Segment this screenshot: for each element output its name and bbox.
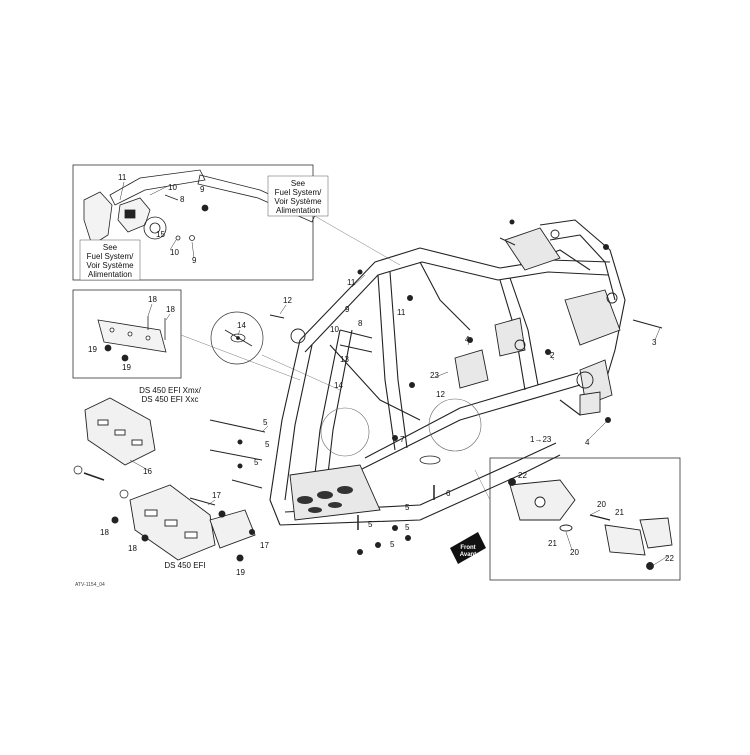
front-label-line-2: Avant: [460, 552, 476, 558]
washer-14: [224, 329, 253, 347]
callout-11: 11: [118, 173, 127, 182]
callouts: 11 10 9 8 15 10 9 18 18 19 19 14 16 18 1…: [88, 173, 674, 577]
variant-label-bottom: DS 450 EFI: [164, 561, 205, 570]
callout-5: 5: [265, 440, 270, 449]
callout-18: 18: [166, 305, 175, 314]
callout-10: 10: [330, 325, 339, 334]
callout-8: 8: [358, 319, 363, 328]
callout-5: 5: [405, 523, 410, 532]
note-left-line-2: Fuel System/: [87, 252, 134, 261]
inset-leaders: [180, 214, 491, 501]
callout-4: 4: [585, 438, 590, 447]
callout-19: 19: [236, 568, 245, 577]
note-top-line-4: Alimentation: [276, 206, 320, 215]
callout-16: 16: [143, 467, 152, 476]
hardware-main: [209, 219, 663, 555]
note-top-line-3: Voir Système: [274, 197, 322, 206]
callout-18: 18: [148, 295, 157, 304]
callout-9: 9: [345, 305, 350, 314]
callout-5: 5: [368, 520, 373, 529]
callout-12: 12: [283, 296, 292, 305]
fuel-mount-parts: [83, 169, 316, 246]
callout-18: 18: [128, 544, 137, 553]
skid-plate-upper: [84, 397, 156, 466]
callout-1-to-23: 1→23: [530, 435, 552, 444]
callout-5: 5: [405, 503, 410, 512]
callout-23: 23: [430, 371, 439, 380]
callout-15: 15: [156, 230, 165, 239]
callout-9: 9: [192, 256, 197, 265]
callout-22: 22: [665, 554, 674, 563]
note-left-line-1: See: [103, 243, 118, 252]
callout-13: 13: [340, 355, 349, 364]
note-top-line-2: Fuel System/: [275, 188, 322, 197]
callout-11: 11: [397, 308, 406, 317]
callout-12: 12: [436, 390, 445, 399]
variant-label-line-2: DS 450 EFI Xxc: [142, 395, 199, 404]
callout-22: 22: [518, 471, 527, 480]
callout-17: 17: [212, 491, 221, 500]
callout-14: 14: [237, 321, 246, 330]
callout-9: 9: [200, 185, 205, 194]
note-boxes: [79, 175, 329, 281]
callout-leaders: [119, 181, 669, 567]
callout-7: 7: [400, 435, 405, 444]
callout-10: 10: [170, 248, 179, 257]
callout-5: 5: [263, 418, 268, 427]
callout-10: 10: [168, 183, 177, 192]
note-top-line-1: See: [291, 179, 306, 188]
callout-4: 4: [465, 335, 470, 344]
bracket-18-part: [97, 316, 167, 362]
reference-code: ATV-1154_04: [75, 582, 105, 588]
note-left-line-4: Alimentation: [88, 270, 132, 279]
frame-plates: [289, 227, 621, 521]
skid-plate-lower: [129, 484, 256, 561]
variant-label-line-1: DS 450 EFI Xmx/: [139, 386, 202, 395]
callout-8: 8: [180, 195, 185, 204]
front-arrow: [450, 532, 486, 564]
detail-circle-14: [210, 311, 264, 365]
callout-2: 2: [550, 351, 555, 360]
inset-bracket-18: [72, 289, 182, 379]
front-label-line-1: Front: [460, 545, 475, 551]
callout-20: 20: [570, 548, 579, 557]
callout-6: 6: [446, 489, 451, 498]
callout-20: 20: [597, 500, 606, 509]
inset-fuel-mount: [72, 164, 314, 281]
callout-3: 3: [652, 338, 657, 347]
rear-mount-parts: [508, 478, 673, 570]
frame-bosses: [290, 229, 618, 389]
callout-19: 19: [122, 363, 131, 372]
note-left-line-3: Voir Système: [86, 261, 134, 270]
callout-11: 11: [347, 278, 356, 287]
frame-texture: [297, 455, 441, 513]
callout-5: 5: [254, 458, 259, 467]
inset-rear-mount: [489, 457, 681, 581]
callout-5: 5: [390, 540, 395, 549]
callout-19: 19: [88, 345, 97, 354]
hardware-left: [73, 465, 255, 562]
callout-21: 21: [548, 539, 557, 548]
callout-17: 17: [260, 541, 269, 550]
frame-detail-circles: [320, 398, 482, 457]
callout-14: 14: [334, 381, 343, 390]
callout-18: 18: [100, 528, 109, 537]
callout-21: 21: [615, 508, 624, 517]
